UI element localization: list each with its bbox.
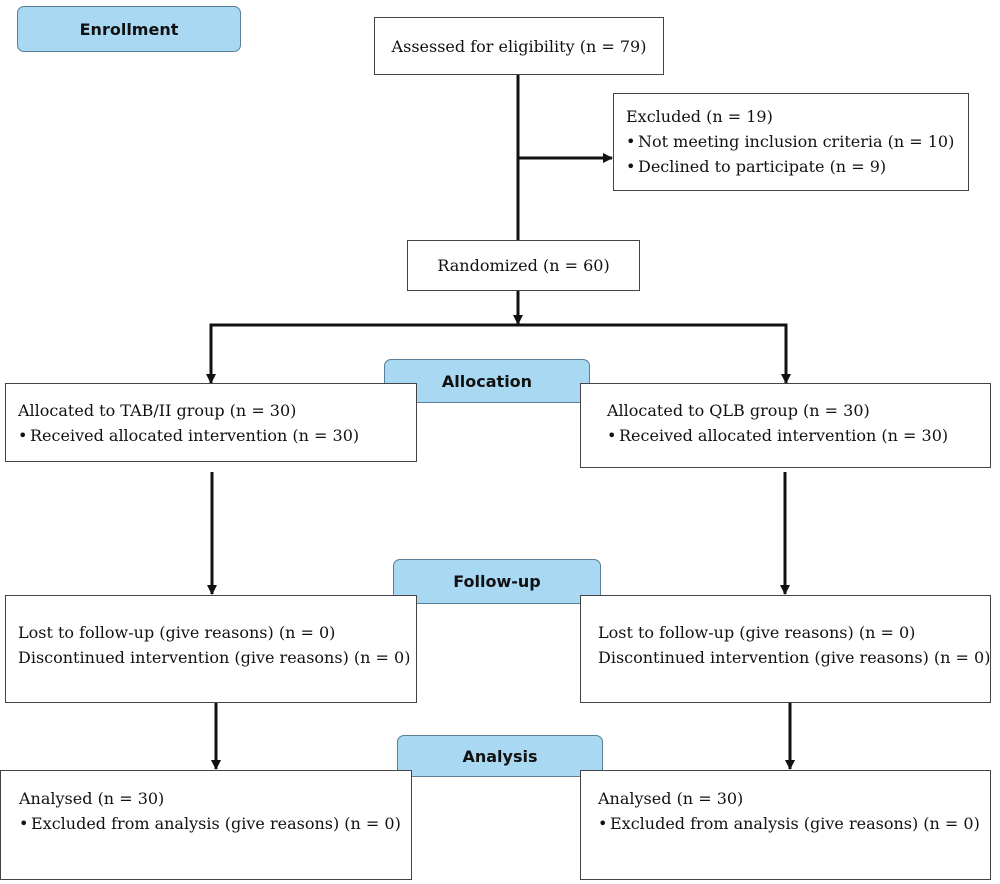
right-followup-lost: Lost to follow-up (give reasons) (n = 0) [598, 623, 916, 642]
right-allocation-title: Allocated to QLB group (n = 30) [607, 401, 870, 420]
right-analysis-title: Analysed (n = 30) [598, 789, 744, 808]
left-analysis-item: •Excluded from analysis (give reasons) (… [19, 811, 401, 836]
right-analysis-box: Analysed (n = 30) •Excluded from analysi… [580, 770, 991, 880]
bullet-icon: • [19, 814, 29, 833]
right-followup-discontinued: Discontinued intervention (give reasons)… [598, 648, 991, 667]
right-allocation-item: •Received allocated intervention (n = 30… [607, 423, 978, 448]
phase-followup: Follow-up [393, 559, 601, 604]
right-followup-box: Lost to follow-up (give reasons) (n = 0)… [580, 595, 991, 703]
right-analysis-item: •Excluded from analysis (give reasons) (… [598, 811, 980, 836]
excluded-item: •Declined to participate (n = 9) [626, 154, 956, 179]
bullet-icon: • [626, 157, 636, 176]
left-analysis-title: Analysed (n = 30) [19, 789, 165, 808]
left-analysis-box: Analysed (n = 30) •Excluded from analysi… [0, 770, 412, 880]
left-allocation-item: •Received allocated intervention (n = 30… [18, 423, 404, 448]
assessed-box: Assessed for eligibility (n = 79) [374, 17, 664, 75]
connector-split [209, 323, 788, 383]
bullet-icon: • [598, 814, 608, 833]
phase-enrollment: Enrollment [17, 6, 241, 52]
excluded-item: •Not meeting inclusion criteria (n = 10) [626, 129, 956, 154]
left-followup-lost: Lost to follow-up (give reasons) (n = 0) [18, 623, 336, 642]
phase-allocation: Allocation [384, 359, 590, 403]
phase-analysis: Analysis [397, 735, 603, 777]
left-allocation-title: Allocated to TAB/II group (n = 30) [18, 401, 297, 420]
randomized-box: Randomized (n = 60) [407, 240, 640, 291]
bullet-icon: • [607, 426, 617, 445]
left-followup-discontinued: Discontinued intervention (give reasons)… [18, 648, 411, 667]
randomized-text: Randomized (n = 60) [437, 256, 610, 275]
excluded-title: Excluded (n = 19) [626, 107, 773, 126]
bullet-icon: • [18, 426, 28, 445]
right-allocation-box: Allocated to QLB group (n = 30) •Receive… [580, 383, 991, 468]
assessed-text: Assessed for eligibility (n = 79) [391, 36, 647, 56]
left-followup-box: Lost to follow-up (give reasons) (n = 0)… [5, 595, 417, 703]
excluded-box: Excluded (n = 19) •Not meeting inclusion… [613, 93, 969, 191]
bullet-icon: • [626, 132, 636, 151]
left-allocation-box: Allocated to TAB/II group (n = 30) •Rece… [5, 383, 417, 462]
